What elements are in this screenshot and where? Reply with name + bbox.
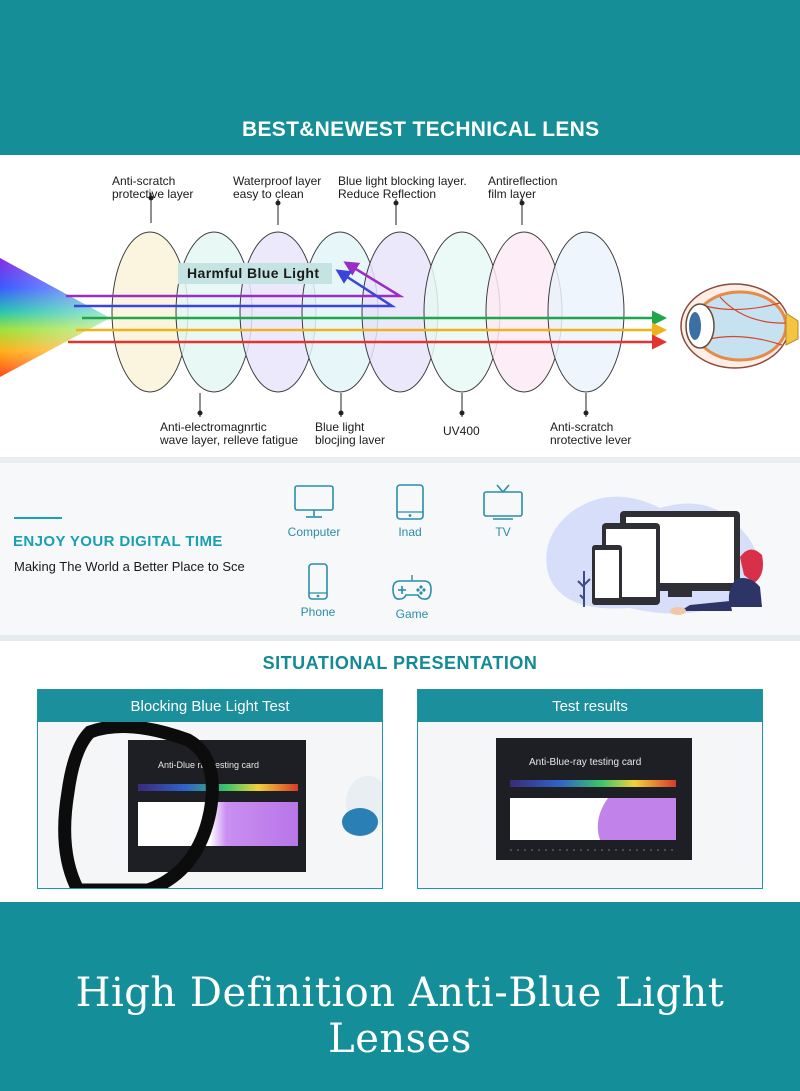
headline: BEST&NEWEST TECHNICAL LENS: [242, 118, 600, 141]
tv-icon: [483, 484, 523, 520]
ray-purple: [66, 261, 405, 298]
device-label: Computer: [287, 525, 341, 539]
situational-panel: SITUATIONAL PRESENTATION Blocking Blue L…: [0, 641, 800, 902]
situational-title: SITUATIONAL PRESENTATION: [262, 653, 538, 673]
light-rays: [66, 261, 667, 350]
ray-blue: [74, 269, 397, 308]
accent-line: [14, 517, 62, 519]
digital-title: ENJOY YOUR DIGITAL TIME: [13, 533, 223, 550]
device-computer: Computer: [274, 483, 354, 539]
test-heading-left: Blocking Blue Light Test: [38, 690, 382, 722]
card-title-right: Anti-Blue-ray testing card: [529, 757, 641, 768]
label-blue-blocking: Blue light blocking layer.Reduce Reflect…: [338, 174, 467, 201]
device-ipad: Inad: [370, 483, 450, 539]
harmful-blue-light-label: Harmful Blue Light: [178, 263, 332, 284]
footer-title: High Definition Anti-Blue Light Lenses: [75, 970, 725, 1062]
digital-subtitle: Making The World a Better Place to Sce: [14, 559, 245, 574]
label-uv400: UV400: [443, 424, 480, 438]
device-label: TV: [495, 525, 511, 539]
device-phone: Phone: [278, 563, 358, 619]
monitor-icon: [294, 485, 334, 518]
eye-icon: [680, 283, 799, 369]
glasses-frame: [58, 722, 219, 888]
section-divider: [0, 457, 800, 463]
blocking-test-photo: Anti-Dlue ray testing card: [38, 722, 382, 888]
device-game: Game: [372, 573, 452, 621]
top-band: [0, 0, 800, 155]
test-box-right: Test results Anti-Blue-ray testing card: [417, 689, 763, 889]
phone-icon: [308, 563, 328, 600]
test-heading-right: Test results: [418, 690, 762, 722]
digital-time-panel: ENJOY YOUR DIGITAL TIME Making The World…: [0, 463, 800, 635]
device-label: Game: [395, 607, 429, 621]
test-box-left: Blocking Blue Light Test Anti-Dlue ray t…: [37, 689, 383, 889]
device-label: Phone: [300, 605, 336, 619]
lens-diagram: [0, 193, 799, 417]
section-divider: [0, 635, 800, 641]
tablet-icon: [396, 484, 424, 520]
devices-illustration: [546, 496, 763, 615]
gamepad-icon: [392, 575, 432, 600]
device-tv: TV: [463, 483, 543, 539]
device-label: Inad: [398, 525, 422, 539]
lens-8: [547, 231, 625, 393]
lens-stack: [111, 231, 625, 393]
test-results-photo: Anti-Blue-ray testing card: [418, 722, 762, 888]
